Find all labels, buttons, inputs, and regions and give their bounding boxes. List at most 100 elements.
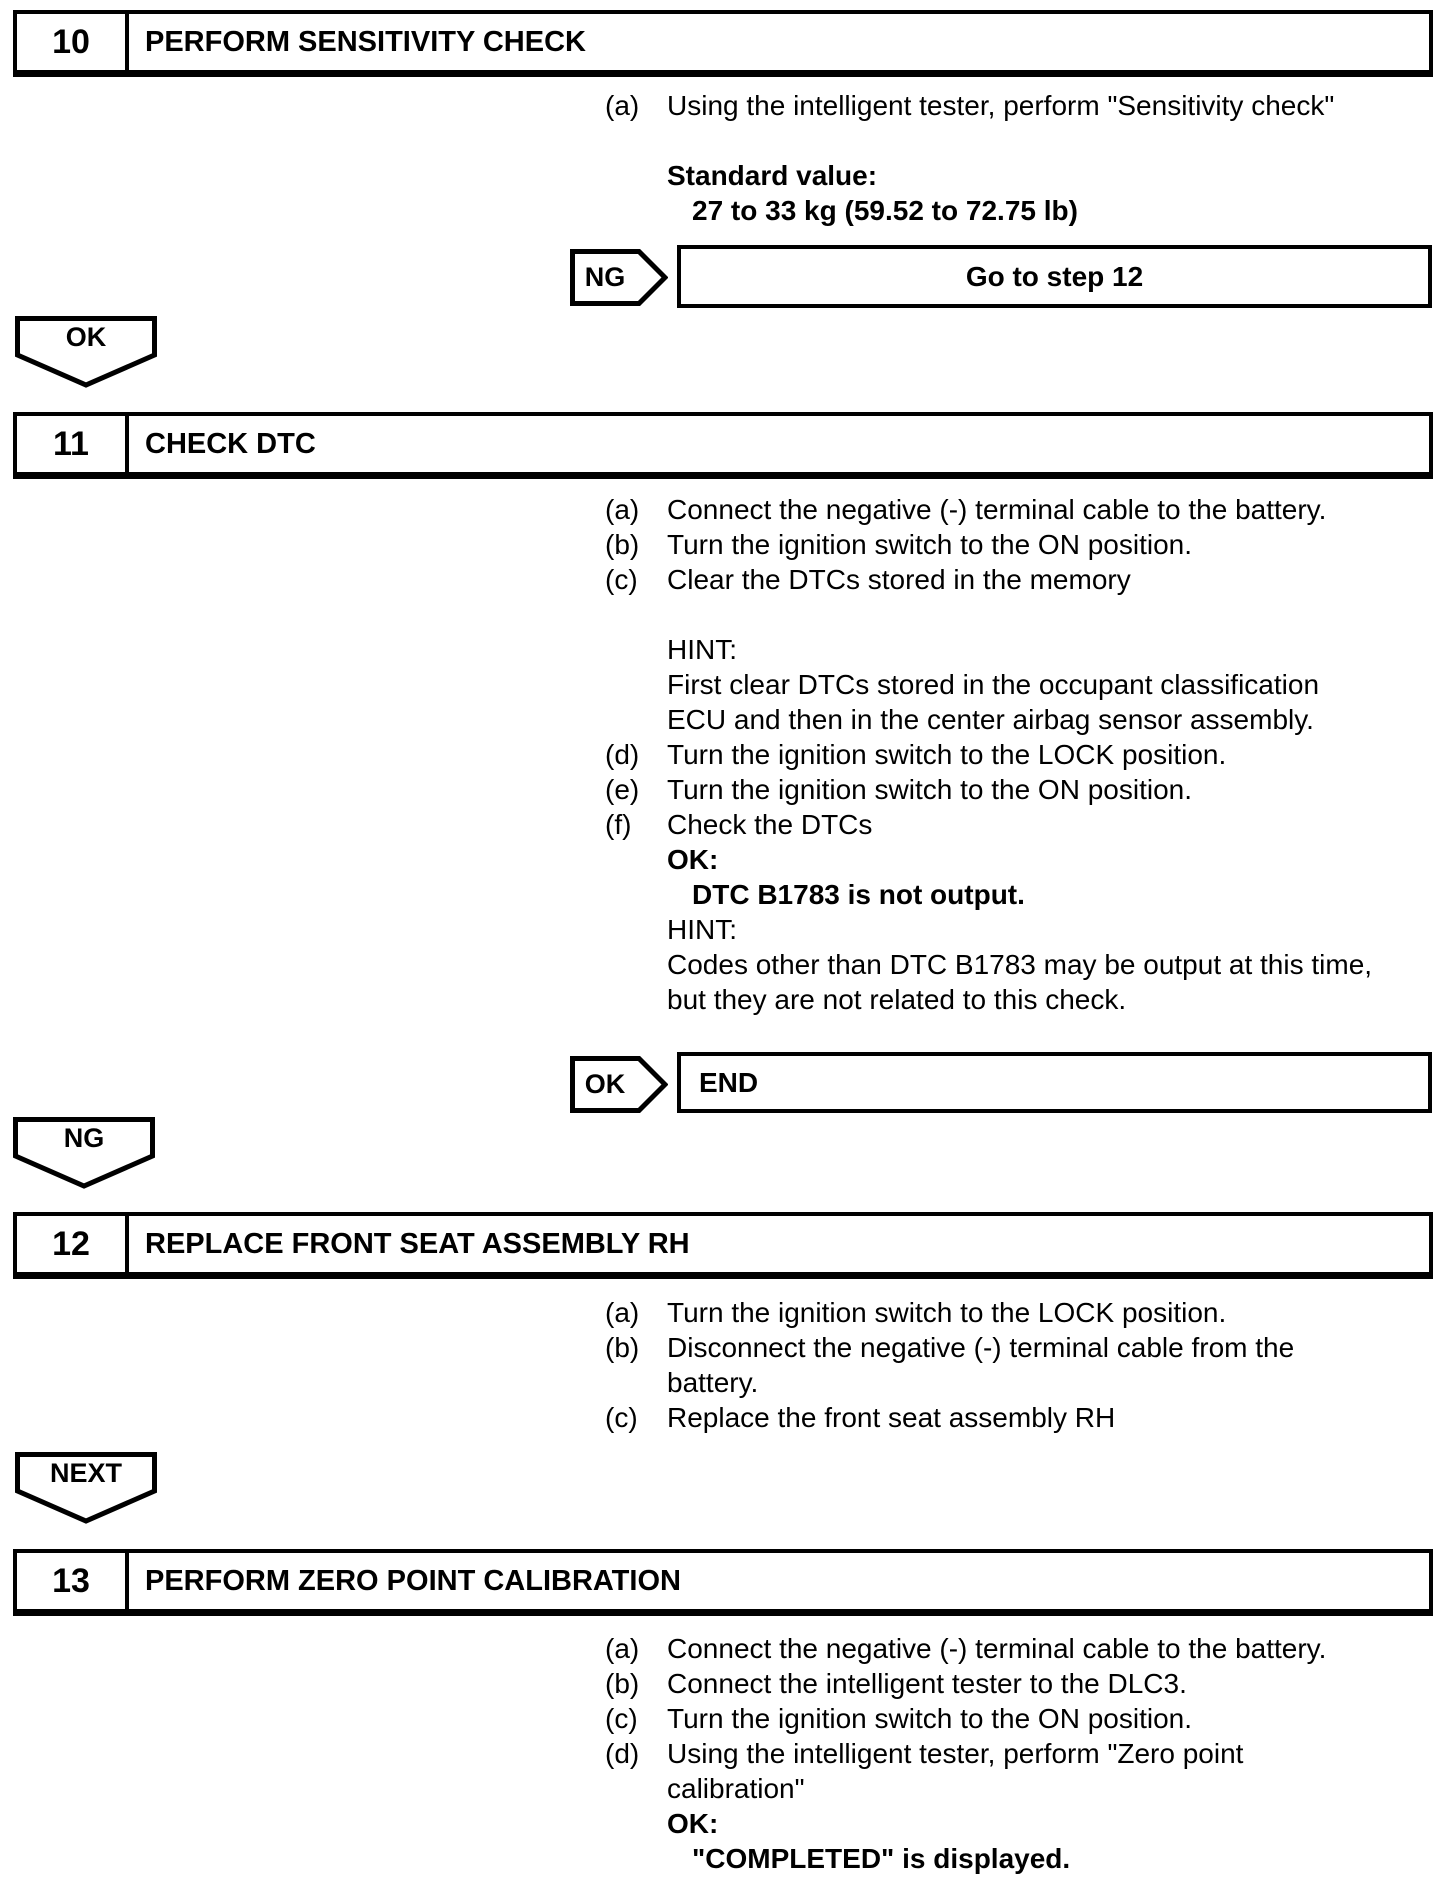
ok-heading-row: OK: [605,842,1435,877]
next-pentagon-icon [15,1452,157,1524]
step-item: (e) Turn the ignition switch to the ON p… [605,772,1435,807]
step-item: (b) Turn the ignition switch to the ON p… [605,527,1435,562]
ok-condition-row: DTC B1783 is not output. [605,877,1435,912]
hint-text: ECU and then in the center airbag sensor… [667,703,1314,735]
step-item-label: (a) [605,493,640,525]
blank-line [605,123,1435,158]
step-12-title: REPLACE FRONT SEAT ASSEMBLY RH [145,1227,690,1260]
ok-condition-row: "COMPLETED" is displayed. [605,1841,1435,1876]
standard-value: 27 to 33 kg (59.52 to 72.75 lb) [692,194,1078,226]
step-item-continuation: calibration" [605,1771,1435,1806]
ok-arrow-icon [570,1056,668,1113]
step-item-text: Clear the DTCs stored in the memory [667,563,1131,595]
step-item: (a) Using the intelligent tester, perfor… [605,88,1435,123]
step-item-label: (b) [605,1331,640,1363]
step-13-number: 13 [17,1553,129,1609]
step-item-text: Turn the ignition switch to the ON posit… [667,773,1192,805]
ng-arrow-icon [570,249,668,306]
step-12-instructions: (a) Turn the ignition switch to the LOCK… [605,1295,1435,1435]
ok-connector-step10: OK [15,316,157,388]
step-item-continuation: battery. [605,1365,1435,1400]
standard-value-row: 27 to 33 kg (59.52 to 72.75 lb) [605,193,1435,228]
standard-value-heading-row: Standard value: [605,158,1435,193]
step-item: (c) Replace the front seat assembly RH [605,1400,1435,1435]
step-item: (a) Turn the ignition switch to the LOCK… [605,1295,1435,1330]
step-item: (b) Disconnect the negative (-) terminal… [605,1330,1435,1365]
step-13-header: 13 PERFORM ZERO POINT CALIBRATION [13,1549,1433,1616]
step-item: (a) Connect the negative (-) terminal ca… [605,492,1435,527]
step-item-label: (d) [605,1737,640,1769]
standard-value-heading: Standard value: [667,159,878,191]
step-item: (b) Connect the intelligent tester to th… [605,1666,1435,1701]
hint-text-row: First clear DTCs stored in the occupant … [605,667,1435,702]
step-item-text: Connect the negative (-) terminal cable … [667,1632,1327,1664]
ok-condition: "COMPLETED" is displayed. [692,1842,1071,1874]
step-item-text: battery. [667,1366,759,1398]
step-item-text: calibration" [667,1772,805,1804]
step-item-text: Connect the intelligent tester to the DL… [667,1667,1187,1699]
step-item-label: (f) [605,808,632,840]
ng-action-box-step10: Go to step 12 [677,245,1432,308]
step-item-text: Turn the ignition switch to the ON posit… [667,528,1192,560]
step-item: (d) Turn the ignition switch to the LOCK… [605,737,1435,772]
step-13-title: PERFORM ZERO POINT CALIBRATION [145,1564,681,1597]
ok-connector-step11: OK [570,1056,668,1113]
step-10-instructions: (a) Using the intelligent tester, perfor… [605,88,1435,228]
ok-connector-label: OK [584,1069,626,1099]
step-item-label: (d) [605,738,640,770]
step-item-text: Connect the negative (-) terminal cable … [667,493,1327,525]
hint-text: First clear DTCs stored in the occupant … [667,668,1320,700]
hint-text: Codes other than DTC B1783 may be output… [667,948,1373,980]
step-item: (a) Connect the negative (-) terminal ca… [605,1631,1435,1666]
hint-heading-row: HINT: [605,912,1435,947]
ok-action-box-step11: END [677,1052,1432,1113]
step-item-label: (b) [605,528,640,560]
step-item-text: Turn the ignition switch to the LOCK pos… [667,738,1227,770]
step-item-text: Using the intelligent tester, perform "S… [667,89,1335,121]
step-10-header: 10 PERFORM SENSITIVITY CHECK [13,10,1433,77]
hint-text-row: but they are not related to this check. [605,982,1435,1017]
hint-heading: HINT: [667,633,737,665]
step-item-label: (a) [605,1632,640,1664]
step-item: (c) Turn the ignition switch to the ON p… [605,1701,1435,1736]
step-item-text: Disconnect the negative (-) terminal cab… [667,1331,1295,1363]
ok-connector-label: OK [65,322,107,352]
ng-connector-step11: NG [13,1117,155,1189]
ng-connector-label: NG [584,262,626,292]
step-item-label: (c) [605,563,638,595]
step-item-label: (a) [605,1296,640,1328]
step-item-label: (a) [605,89,640,121]
step-11-number: 11 [17,416,129,472]
blank-line [605,597,1435,632]
step-item-text: Check the DTCs [667,808,873,840]
step-12-header: 12 REPLACE FRONT SEAT ASSEMBLY RH [13,1212,1433,1279]
step-11-title: CHECK DTC [145,427,316,460]
step-item: (d) Using the intelligent tester, perfor… [605,1736,1435,1771]
step-item: (c) Clear the DTCs stored in the memory [605,562,1435,597]
next-connector-label: NEXT [49,1458,122,1488]
step-12-number: 12 [17,1216,129,1272]
step-10-number: 10 [17,14,129,70]
step-item-text: Replace the front seat assembly RH [667,1401,1116,1433]
step-item-label: (e) [605,773,640,805]
ok-pentagon-icon [15,316,157,388]
ok-condition: DTC B1783 is not output. [692,878,1025,910]
hint-text-row: Codes other than DTC B1783 may be output… [605,947,1435,982]
step-10-title: PERFORM SENSITIVITY CHECK [145,25,586,58]
next-connector-step12: NEXT [15,1452,157,1524]
step-item-text: Turn the ignition switch to the ON posit… [667,1702,1192,1734]
hint-text-row: ECU and then in the center airbag sensor… [605,702,1435,737]
ng-action-text: Go to step 12 [965,260,1144,292]
hint-heading: HINT: [667,913,737,945]
ng-connector-label: NG [63,1123,105,1153]
step-item-label: (c) [605,1702,638,1734]
step-11-header: 11 CHECK DTC [13,412,1433,479]
step-item-label: (b) [605,1667,640,1699]
ok-heading: OK: [667,843,719,875]
step-item-label: (c) [605,1401,638,1433]
ng-connector-step10: NG [570,249,668,306]
step-13-instructions: (a) Connect the negative (-) terminal ca… [605,1631,1435,1876]
step-item-text: Turn the ignition switch to the LOCK pos… [667,1296,1227,1328]
hint-text: but they are not related to this check. [667,983,1127,1015]
